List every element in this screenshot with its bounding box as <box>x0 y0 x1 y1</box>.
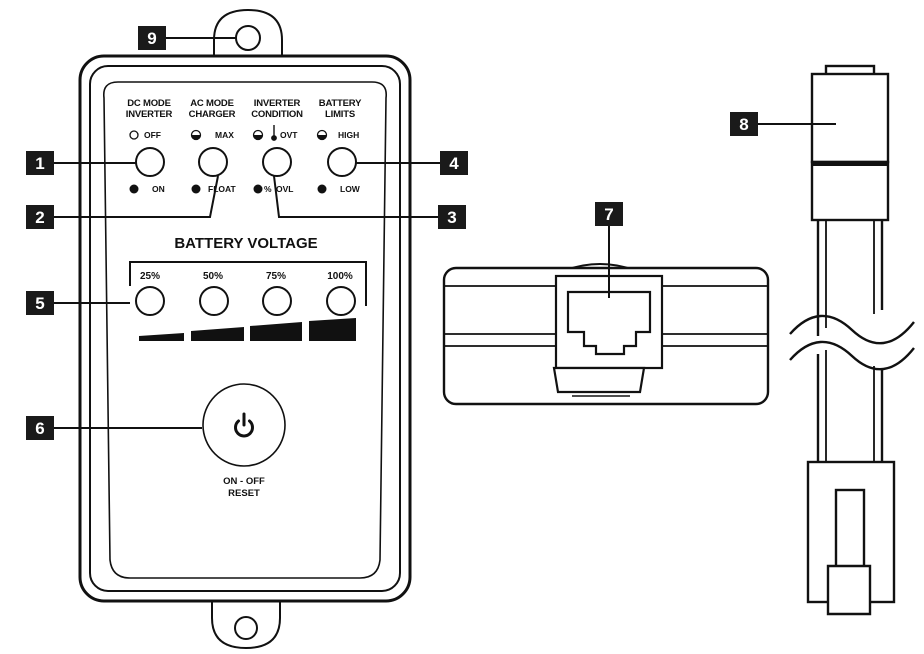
callout-leaders <box>54 37 836 429</box>
status-indicators: OFF ON MAX FLOAT OVT % OVL HIGH <box>129 125 361 194</box>
level-50-label: 50% <box>203 271 223 282</box>
ac-mode-caption-2: CHARGER <box>189 109 236 120</box>
off-label: OFF <box>144 130 161 140</box>
panel-face <box>102 81 388 579</box>
svg-text:7: 7 <box>604 205 613 224</box>
ac-mode-lamp <box>198 147 228 177</box>
svg-text:9: 9 <box>147 29 156 48</box>
plug-bottom-tab <box>826 564 872 616</box>
power-button[interactable] <box>202 383 286 467</box>
level-75-lamp <box>262 286 292 316</box>
bottom-mounting-hole <box>234 616 258 640</box>
level-100-lamp <box>326 286 356 316</box>
level-100-label: 100% <box>327 271 353 282</box>
callout-badges: 9 1 2 3 4 5 6 7 <box>26 26 758 440</box>
svg-text:5: 5 <box>35 294 44 313</box>
thermometer-icon <box>271 125 277 141</box>
panel-housing <box>78 54 412 603</box>
overload-icon: % <box>264 184 272 194</box>
ovt-label: OVT <box>280 130 298 140</box>
dc-mode-caption-2: INVERTER <box>126 109 173 120</box>
panel-housing-inner <box>89 65 401 592</box>
remote-panel <box>78 8 412 650</box>
svg-text:8: 8 <box>739 115 748 134</box>
high-label: HIGH <box>338 130 359 140</box>
svg-text:4: 4 <box>449 154 459 173</box>
wavy-break <box>789 314 915 371</box>
level-25-lamp <box>135 286 165 316</box>
top-mounting-tab <box>213 8 283 60</box>
float-led <box>191 184 201 194</box>
callout-7: 7 <box>595 202 623 226</box>
inverter-condition-lamp <box>262 147 292 177</box>
level-75-label: 75% <box>266 271 286 282</box>
power-icon <box>234 412 254 438</box>
on-led <box>129 184 139 194</box>
dc-mode-caption-1: DC MODE <box>127 98 170 109</box>
rj45-port <box>552 274 664 397</box>
battery-voltage-title: BATTERY VOLTAGE <box>174 235 317 252</box>
bottom-mounting-tab <box>211 598 281 650</box>
battery-voltage-bracket <box>129 261 367 306</box>
ac-mode-caption-1: AC MODE <box>190 98 233 109</box>
level-25-bar <box>139 333 184 341</box>
level-50-lamp <box>199 286 229 316</box>
callout-4: 4 <box>440 151 468 175</box>
battery-level-labels: 25% 50% 75% 100% <box>140 271 353 282</box>
level-25-label: 25% <box>140 271 160 282</box>
max-label: MAX <box>215 130 234 140</box>
level-100-bar <box>309 318 356 341</box>
port-opening <box>566 290 652 356</box>
svg-text:2: 2 <box>35 208 44 227</box>
off-led <box>129 130 139 140</box>
callout-6: 6 <box>26 416 54 440</box>
power-label-1: ON - OFF <box>223 476 265 487</box>
battery-level-lamps <box>135 286 356 316</box>
battery-level-bars <box>139 318 356 341</box>
high-led <box>316 129 328 141</box>
plug-top-body <box>810 72 890 164</box>
low-led <box>317 184 327 194</box>
on-label: ON <box>152 184 165 194</box>
callout-2: 2 <box>26 205 54 229</box>
battery-caption-2: LIMITS <box>325 109 355 120</box>
battery-limits-lamp <box>327 147 357 177</box>
ovl-led <box>253 184 263 194</box>
ovt-led <box>252 129 264 141</box>
svg-text:%: % <box>264 184 272 194</box>
callout-1: 1 <box>26 151 54 175</box>
cable-assembly <box>789 64 915 616</box>
svg-text:3: 3 <box>447 208 456 227</box>
callout-5: 5 <box>26 291 54 315</box>
level-75-bar <box>250 322 302 341</box>
plug-strain-relief <box>810 160 890 222</box>
max-led <box>190 129 202 141</box>
callout-9: 9 <box>138 26 166 50</box>
battery-caption-1: BATTERY <box>319 98 362 109</box>
float-label: FLOAT <box>208 184 237 194</box>
ovl-label: OVL <box>276 184 293 194</box>
level-50-bar <box>191 327 244 341</box>
dc-mode-lamp <box>135 147 165 177</box>
svg-text:1: 1 <box>35 154 44 173</box>
column-captions: DC MODE INVERTER AC MODE CHARGER INVERTE… <box>126 98 362 120</box>
power-label-2: RESET <box>228 488 260 499</box>
svg-text:6: 6 <box>35 419 44 438</box>
plug-bottom-latch <box>834 488 866 572</box>
callout-8: 8 <box>730 112 758 136</box>
port-latch <box>552 366 646 394</box>
inverter-caption-1: INVERTER <box>254 98 301 109</box>
mode-lamps <box>135 147 357 177</box>
low-label: LOW <box>340 184 361 194</box>
callout-3: 3 <box>438 205 466 229</box>
inverter-caption-2: CONDITION <box>251 109 303 120</box>
